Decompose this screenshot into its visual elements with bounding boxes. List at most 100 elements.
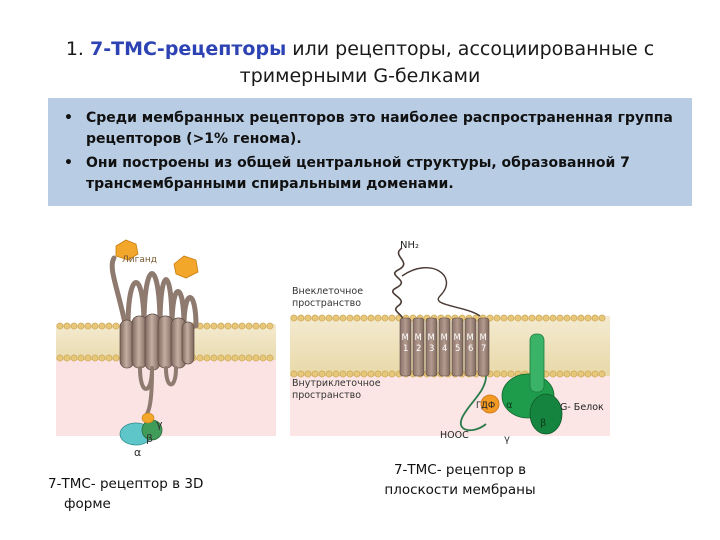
lipid-head [84,354,92,362]
lipid-head [259,354,267,362]
transmembrane-helix [438,317,451,377]
lipid-head [346,314,354,322]
transmembrane-helix [451,317,464,377]
lipid-head [297,370,305,378]
lipid-head [500,314,508,322]
lipid-head [388,370,396,378]
transmembrane-helix [464,317,477,377]
left-beta-label: β [146,432,153,445]
lipid-head [297,314,305,322]
caption-right-line1: 7-ТМС- рецептор в [393,462,527,478]
lipid-head [318,370,326,378]
lipid-head [360,370,368,378]
lipid-head [63,322,71,330]
bullet-item: Среди мембранных рецепторов это наиболее… [60,108,678,150]
lipid-head [231,322,239,330]
helix-letter: M [402,333,409,343]
lipid-head [203,322,211,330]
helix-letter: M [454,333,461,343]
transmembrane-helix [425,317,438,377]
title-number: 1. [65,38,84,60]
lipid-head [112,354,120,362]
lipid-head [381,314,389,322]
lipid-head [290,370,298,378]
g-protein-label: G- Белок [560,402,604,413]
lipid-head [266,354,274,362]
lipid-head [591,370,599,378]
helix-letter: M [467,333,474,343]
lipid-head [245,322,253,330]
helix-number: 5 [455,344,460,354]
helix-letter: M [441,333,448,343]
lipid-head [63,354,71,362]
right-gamma-label: γ [504,434,510,445]
helix-letter: M [428,333,435,343]
helix-number: 7 [481,344,486,354]
caption-right: 7-ТМС- рецептор в плоскости мембраны [360,460,560,500]
lipid-head [70,354,78,362]
transmembrane-helix [399,317,412,377]
lipid-head [563,314,571,322]
lipid-head [224,322,232,330]
transmembrane-helix [412,317,425,377]
lipid-head [210,354,218,362]
helix-number: 2 [416,344,421,354]
bullet-item: Они построены из общей центральной струк… [60,153,678,195]
lipid-head [325,370,333,378]
lipid-head [360,314,368,322]
lipid-head [339,314,347,322]
lipid-head [374,370,382,378]
lipid-head [84,322,92,330]
ligand-free-shape [173,255,199,279]
intracellular-label-1: Внутриклеточное [292,378,381,389]
lipid-head [549,370,557,378]
lipid-head [556,370,564,378]
lipid-head [367,314,375,322]
title-accent: 7-ТМС-рецепторы [90,38,287,60]
lipid-head [584,370,592,378]
lipid-head [112,322,120,330]
lipid-head [388,314,396,322]
left-gamma-label: γ [156,418,163,431]
helix-letter: M [415,333,422,343]
transmembrane-helix [477,317,490,377]
lipid-head [325,314,333,322]
cooh-label: HOOC [440,430,469,441]
caption-left-line2: форме [64,496,111,512]
lipid-head [91,322,99,330]
lipid-head [304,314,312,322]
bullet-list: Среди мембранных рецепторов это наиболее… [60,108,678,195]
helix-number: 6 [468,344,473,354]
lipid-head [381,370,389,378]
lipid-head [570,314,578,322]
lipid-head [353,370,361,378]
lipid-head [56,322,64,330]
lipid-head [77,322,85,330]
lipid-head [231,354,239,362]
slide-title: 1. 7-ТМС-рецепторы или рецепторы, ассоци… [20,36,700,90]
lipid-head [252,354,260,362]
lipid-head [91,354,99,362]
gdp-label: ГДФ [476,401,495,411]
lipid-head [238,322,246,330]
caption-left-line1: 7-ТМС- рецептор в 3D [48,476,204,492]
lipid-head [217,322,225,330]
ligand-label: Лиганд [122,255,157,265]
lipid-head [556,314,564,322]
lipid-head [521,314,529,322]
lipid-head [507,370,515,378]
lipid-head [353,314,361,322]
lipid-head [549,314,557,322]
lipid-head [577,314,585,322]
lipid-head [500,370,508,378]
lipid-head [259,322,267,330]
lipid-head [77,354,85,362]
title-line2: тримерными G-белками [239,65,481,87]
lipid-head [196,354,204,362]
info-box: Среди мембранных рецепторов это наиболее… [48,98,692,206]
lipid-head [570,370,578,378]
helix-letter: M [480,333,487,343]
lipid-head [598,370,606,378]
caption-right-line2: плоскости мембраны [384,482,536,498]
lipid-head [374,314,382,322]
